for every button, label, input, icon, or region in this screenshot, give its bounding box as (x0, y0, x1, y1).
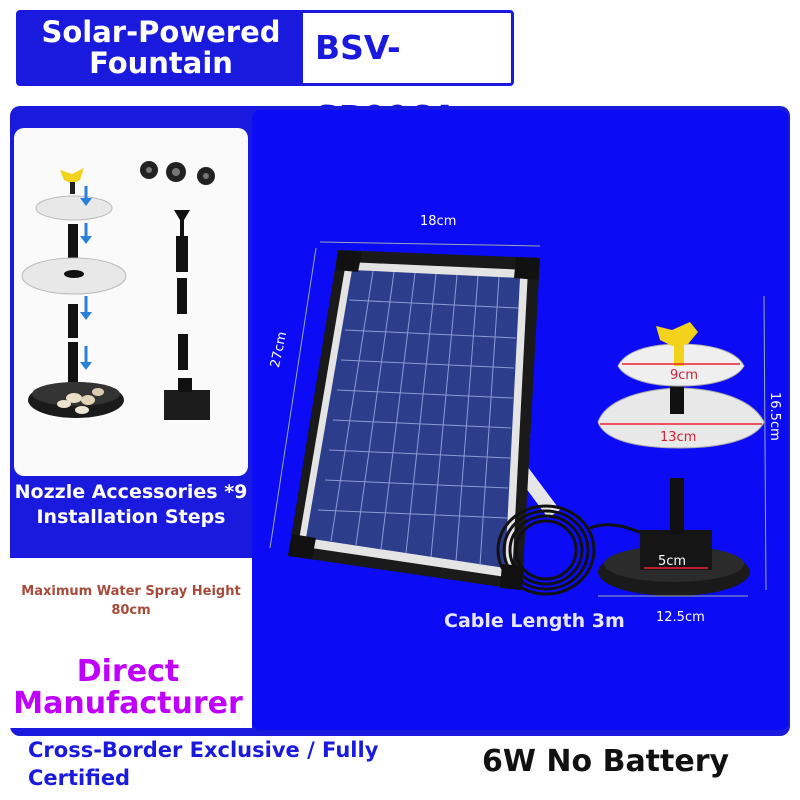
installation-steps-card (14, 128, 248, 476)
left-info-area (6, 558, 252, 728)
solar-cell-grid (317, 270, 519, 566)
header-box: Solar-Powered Fountain BSV-SP006A (16, 10, 514, 137)
pump-box (640, 530, 712, 570)
yellow-nozzle-icon (656, 322, 698, 346)
yellow-nozzle-icon (60, 168, 84, 184)
product-title: Solar-Powered Fountain (19, 13, 303, 83)
fountain-dish-large (597, 387, 765, 449)
installation-illustration (21, 161, 215, 420)
spray-height-text: Maximum Water Spray Height 80cm (21, 584, 241, 618)
panel-width-label: 18cm (420, 214, 457, 229)
nozzle-accessories-caption: Nozzle Accessories *9 Installation Steps (14, 481, 248, 528)
base-inner-label: 5cm (658, 554, 687, 569)
base-diameter-label: 12.5cm (656, 610, 705, 625)
fountain-height-label: 16.5cm (767, 392, 782, 441)
pump-icon (164, 390, 210, 420)
footer (0, 736, 800, 800)
certification-text: Cross-Border Exclusive / Fully Certified (28, 738, 379, 790)
cable-coil (496, 504, 651, 596)
power-spec-text: 6W No Battery (482, 744, 730, 779)
fountain-mid-diameter-label: 13cm (660, 430, 697, 445)
fountain-top-diameter-label: 9cm (670, 368, 699, 383)
cable-length-label: Cable Length 3m (444, 610, 625, 632)
direct-manufacturer-text: Direct Manufacturer (13, 654, 243, 721)
